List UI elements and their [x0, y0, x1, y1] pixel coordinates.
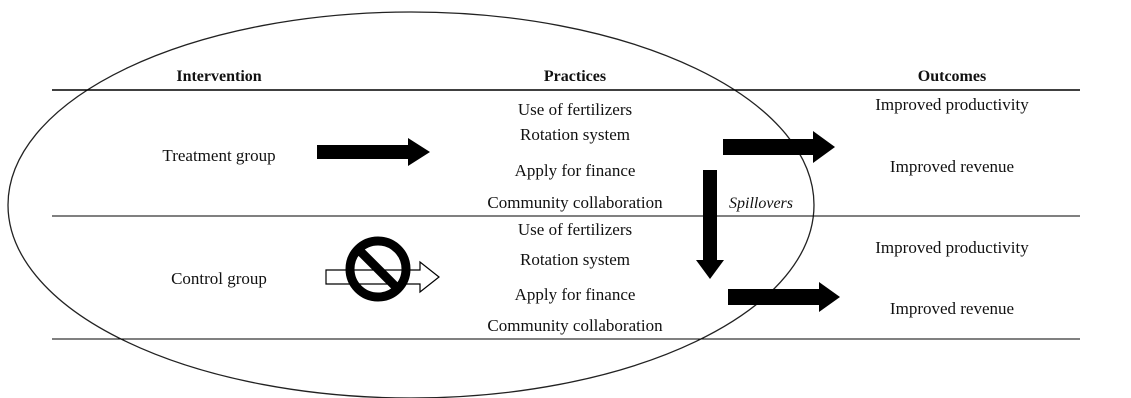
control-practice-item: Apply for finance — [514, 285, 636, 304]
treatment-practice-item: Community collaboration — [487, 193, 663, 212]
header-intervention: Intervention — [176, 68, 262, 85]
treatment-outcome-arrow-icon — [723, 131, 835, 163]
treatment-practice-item: Use of fertilizers — [517, 100, 633, 119]
treatment-practice-item: Rotation system — [519, 125, 631, 144]
treatment-group-label: Treatment group — [162, 146, 276, 165]
control-practice-item: Rotation system — [519, 250, 631, 269]
control-practice-item: Community collaboration — [487, 316, 663, 335]
spillovers-label: Spillovers — [729, 195, 793, 212]
down-arrow-icon — [696, 170, 724, 279]
prohibition-icon — [345, 236, 411, 302]
header-outcomes: Outcomes — [917, 68, 987, 85]
control-outcome-item: Improved productivity — [875, 238, 1029, 257]
control-outcome-item: Improved revenue — [889, 299, 1015, 318]
treatment-outcome-item: Improved productivity — [875, 95, 1029, 114]
grouping-ellipse — [7, 11, 815, 398]
control-group-label: Control group — [171, 269, 267, 288]
header-practices: Practices — [543, 68, 607, 85]
control-practice-item: Use of fertilizers — [517, 220, 633, 239]
control-outcome-arrow-icon — [728, 282, 840, 312]
treatment-outcome-item: Improved revenue — [889, 157, 1015, 176]
solid-right-arrow-icon — [317, 138, 430, 166]
treatment-practice-item: Apply for finance — [514, 161, 636, 180]
